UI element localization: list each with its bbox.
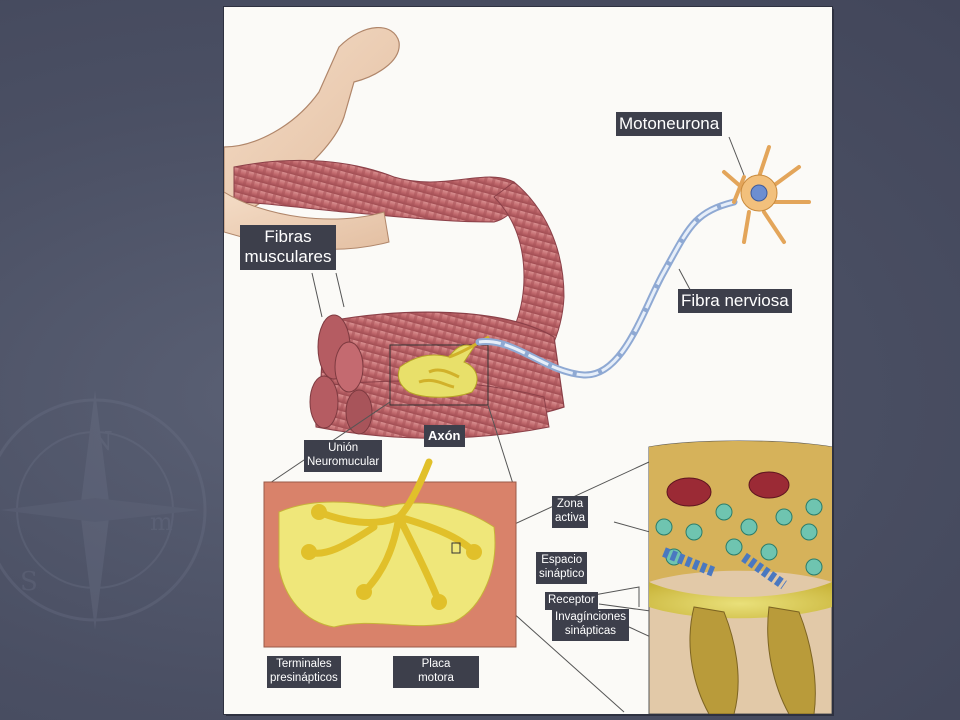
- label-invaginaciones-line1: Invagínciones: [555, 611, 626, 623]
- label-zona-line1: Zona: [556, 498, 584, 510]
- label-motoneurona: Motoneurona: [616, 112, 723, 137]
- synapse-closeup: [648, 440, 832, 714]
- label-espacio-line1: Espacio: [541, 554, 583, 566]
- neuromuscular-illustration: [224, 27, 832, 714]
- label-placa-line2: motora: [418, 671, 454, 684]
- label-placa-motora: Placa motora: [393, 656, 479, 688]
- label-fibras-musculares: Fibras musculares: [240, 225, 336, 270]
- label-terminales: Terminales presinápticos: [267, 656, 341, 688]
- label-axon: Axón: [424, 425, 465, 447]
- motoneuron-cell: [722, 145, 811, 244]
- svg-text:N: N: [90, 427, 113, 457]
- label-espacio-line2: sináptico: [539, 567, 585, 580]
- label-zona-line2: activa: [555, 511, 586, 524]
- compass-rose-watermark: N S m: [0, 390, 207, 630]
- label-invaginaciones: Invagínciones sinápticas: [552, 609, 629, 641]
- svg-text:m: m: [150, 508, 173, 536]
- label-fibras-line1: Fibras: [264, 227, 312, 246]
- label-receptor: Receptor: [545, 592, 598, 610]
- label-receptor-text: Receptor: [548, 594, 595, 606]
- label-union-neuromuscular: Unión Neuromucular: [304, 440, 383, 472]
- label-terminales-line1: Terminales: [276, 658, 332, 670]
- label-espacio-sinaptico: Espacio sináptico: [536, 552, 588, 584]
- label-zona-activa: Zona activa: [552, 496, 589, 528]
- label-fibra-nerviosa-text: Fibra nerviosa: [681, 291, 789, 310]
- label-placa-line1: Placa: [421, 658, 451, 670]
- label-motoneurona-text: Motoneurona: [619, 114, 720, 133]
- label-axon-text: Axón: [428, 428, 461, 443]
- label-union-line1: Unión: [328, 442, 359, 454]
- label-fibras-line2: musculares: [244, 247, 332, 267]
- arm-drawing: [224, 27, 519, 250]
- muscle-fiber-bundle: [309, 311, 565, 439]
- motor-end-plate-closeup: [263, 458, 517, 648]
- label-union-line2: Neuromucular: [307, 455, 380, 468]
- illustration-plate: [224, 7, 832, 714]
- label-terminales-line2: presinápticos: [270, 671, 338, 684]
- label-invaginaciones-line2: sinápticas: [564, 624, 617, 637]
- svg-text:S: S: [20, 567, 38, 597]
- label-fibra-nerviosa: Fibra nerviosa: [678, 289, 792, 314]
